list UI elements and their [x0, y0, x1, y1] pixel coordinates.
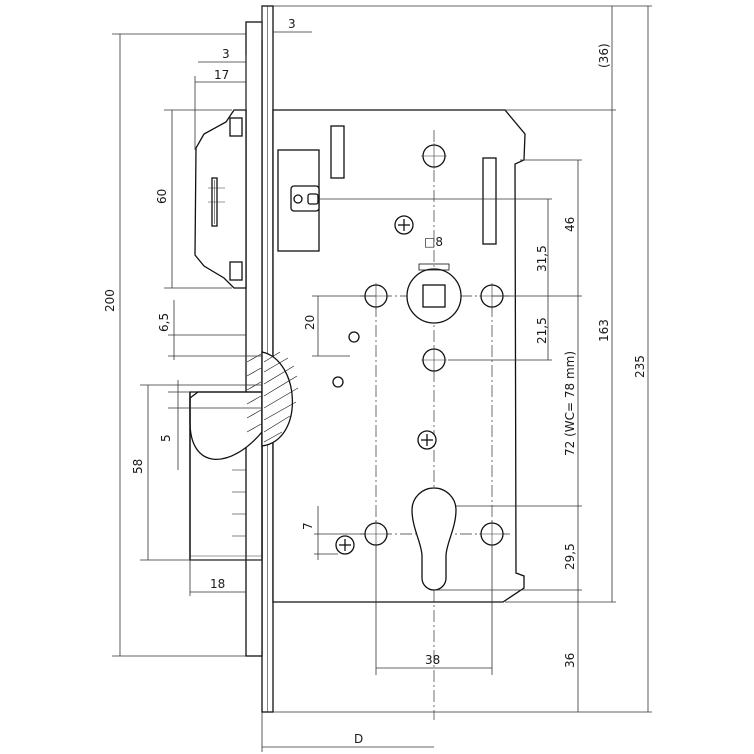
dim-latch-offset: 3	[222, 47, 230, 61]
dim-wc-distance: 72 (WC= 78 mm)	[563, 351, 577, 456]
dim-follower-to-hole: 20	[303, 315, 317, 330]
dim-bottom-offset: 36	[563, 653, 577, 668]
small-hole-1	[348, 331, 360, 343]
dim-latch-to-bolt: 6,5	[157, 313, 171, 332]
dim-faceplate-thickness: 3	[288, 17, 296, 31]
small-hole-2	[332, 376, 344, 388]
latch-bolt	[194, 109, 320, 289]
dim-cylinder-to-hole: 7	[301, 522, 315, 530]
follower	[406, 263, 462, 324]
screws	[335, 215, 437, 555]
dim-cylinder-offset: 29,5	[563, 543, 577, 570]
dim-overall-height: 200	[103, 289, 117, 312]
dim-follower-square: □8	[424, 235, 443, 249]
deadbolt	[189, 351, 299, 561]
dim-backset: D	[354, 732, 363, 746]
dim-latch-height: 60	[155, 189, 169, 204]
dim-bolt-height: 58	[131, 459, 145, 474]
lock-case	[272, 109, 526, 603]
dim-spindle-to-hole-lower: 21,5	[535, 317, 549, 344]
dim-bolt-depth: 18	[210, 577, 225, 591]
dim-spindle-to-hole-upper: 31,5	[535, 245, 549, 272]
dim-case-height: 163	[597, 319, 611, 342]
dim-bolt-offset: 5	[159, 434, 173, 442]
dim-case-to-follower: 46	[563, 217, 577, 232]
dim-hole-spacing: 38	[425, 653, 440, 667]
dim-faceplate-height: 235	[633, 355, 647, 378]
dimension-lines	[112, 5, 652, 752]
dim-latch-depth: 17	[214, 68, 229, 82]
mounting-holes	[332, 143, 505, 547]
dimension-labels: 3 3 17 60 200 6,5 5 58 18 20 7 □8 31,5 2…	[103, 17, 647, 746]
dim-top-offset: (36)	[597, 43, 611, 68]
case-slots	[330, 125, 497, 245]
